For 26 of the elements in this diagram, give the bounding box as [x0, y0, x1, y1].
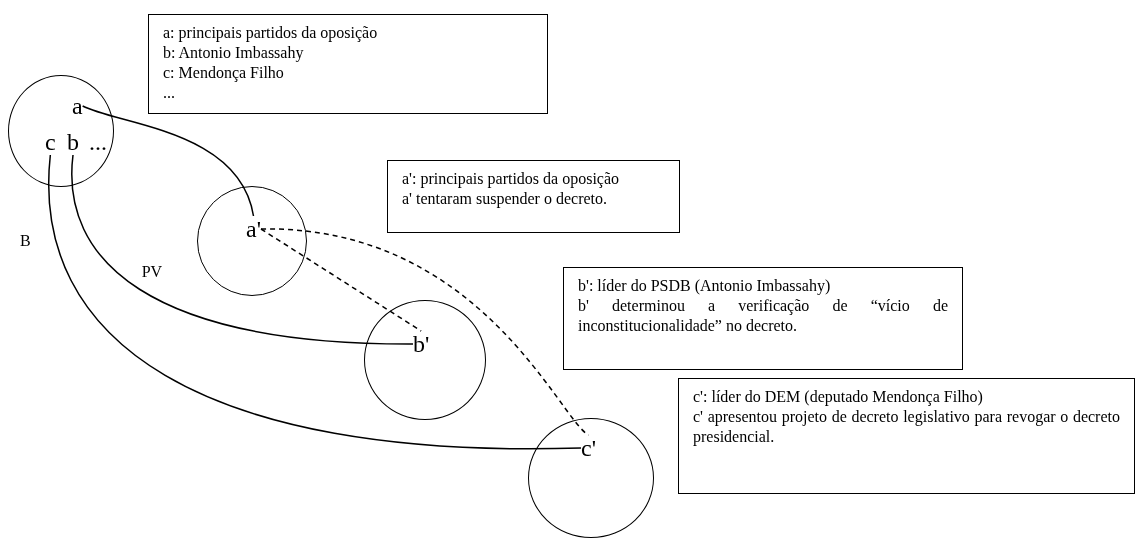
- box-text: b': líder do PSDB (Antonio Imbassahy): [578, 276, 832, 296]
- connector-line: [71, 154, 414, 345]
- connector-line: [81, 105, 255, 217]
- letter-label: b': [413, 331, 430, 357]
- text-box: [678, 378, 1135, 494]
- letter-label: c: [45, 129, 56, 155]
- box-text: b: Antonio Imbassahy: [163, 43, 305, 63]
- letter-label: ...: [89, 129, 107, 155]
- letter-label: a': [246, 216, 261, 242]
- box-text: c': líder do DEM (deputado Mendonça Filho): [693, 387, 984, 407]
- text-box: [387, 160, 680, 233]
- connector-line: [48, 154, 582, 450]
- box-text: c: Mendonça Filho: [163, 63, 285, 83]
- letter-label: b: [67, 129, 79, 155]
- letter-label: c': [581, 435, 596, 461]
- circle-label: B: [20, 232, 31, 250]
- box-text: c' apresentou projeto de decreto legislativo para revogar o decreto presidencial.: [693, 407, 1120, 447]
- text-box: [563, 267, 963, 370]
- box-text: b' determinou a verificação de “vício de inconstitucionalidade” no decreto.: [578, 296, 948, 336]
- dashed-line: [260, 228, 422, 332]
- box-text: a: principais partidos da oposição: [163, 23, 379, 43]
- text-box: [148, 14, 548, 114]
- box-text: a' tentaram suspender o decreto.: [402, 189, 608, 209]
- box-text: a': principais partidos da oposição: [402, 169, 621, 189]
- box-text: ...: [163, 83, 176, 103]
- letter-label: a: [72, 93, 83, 119]
